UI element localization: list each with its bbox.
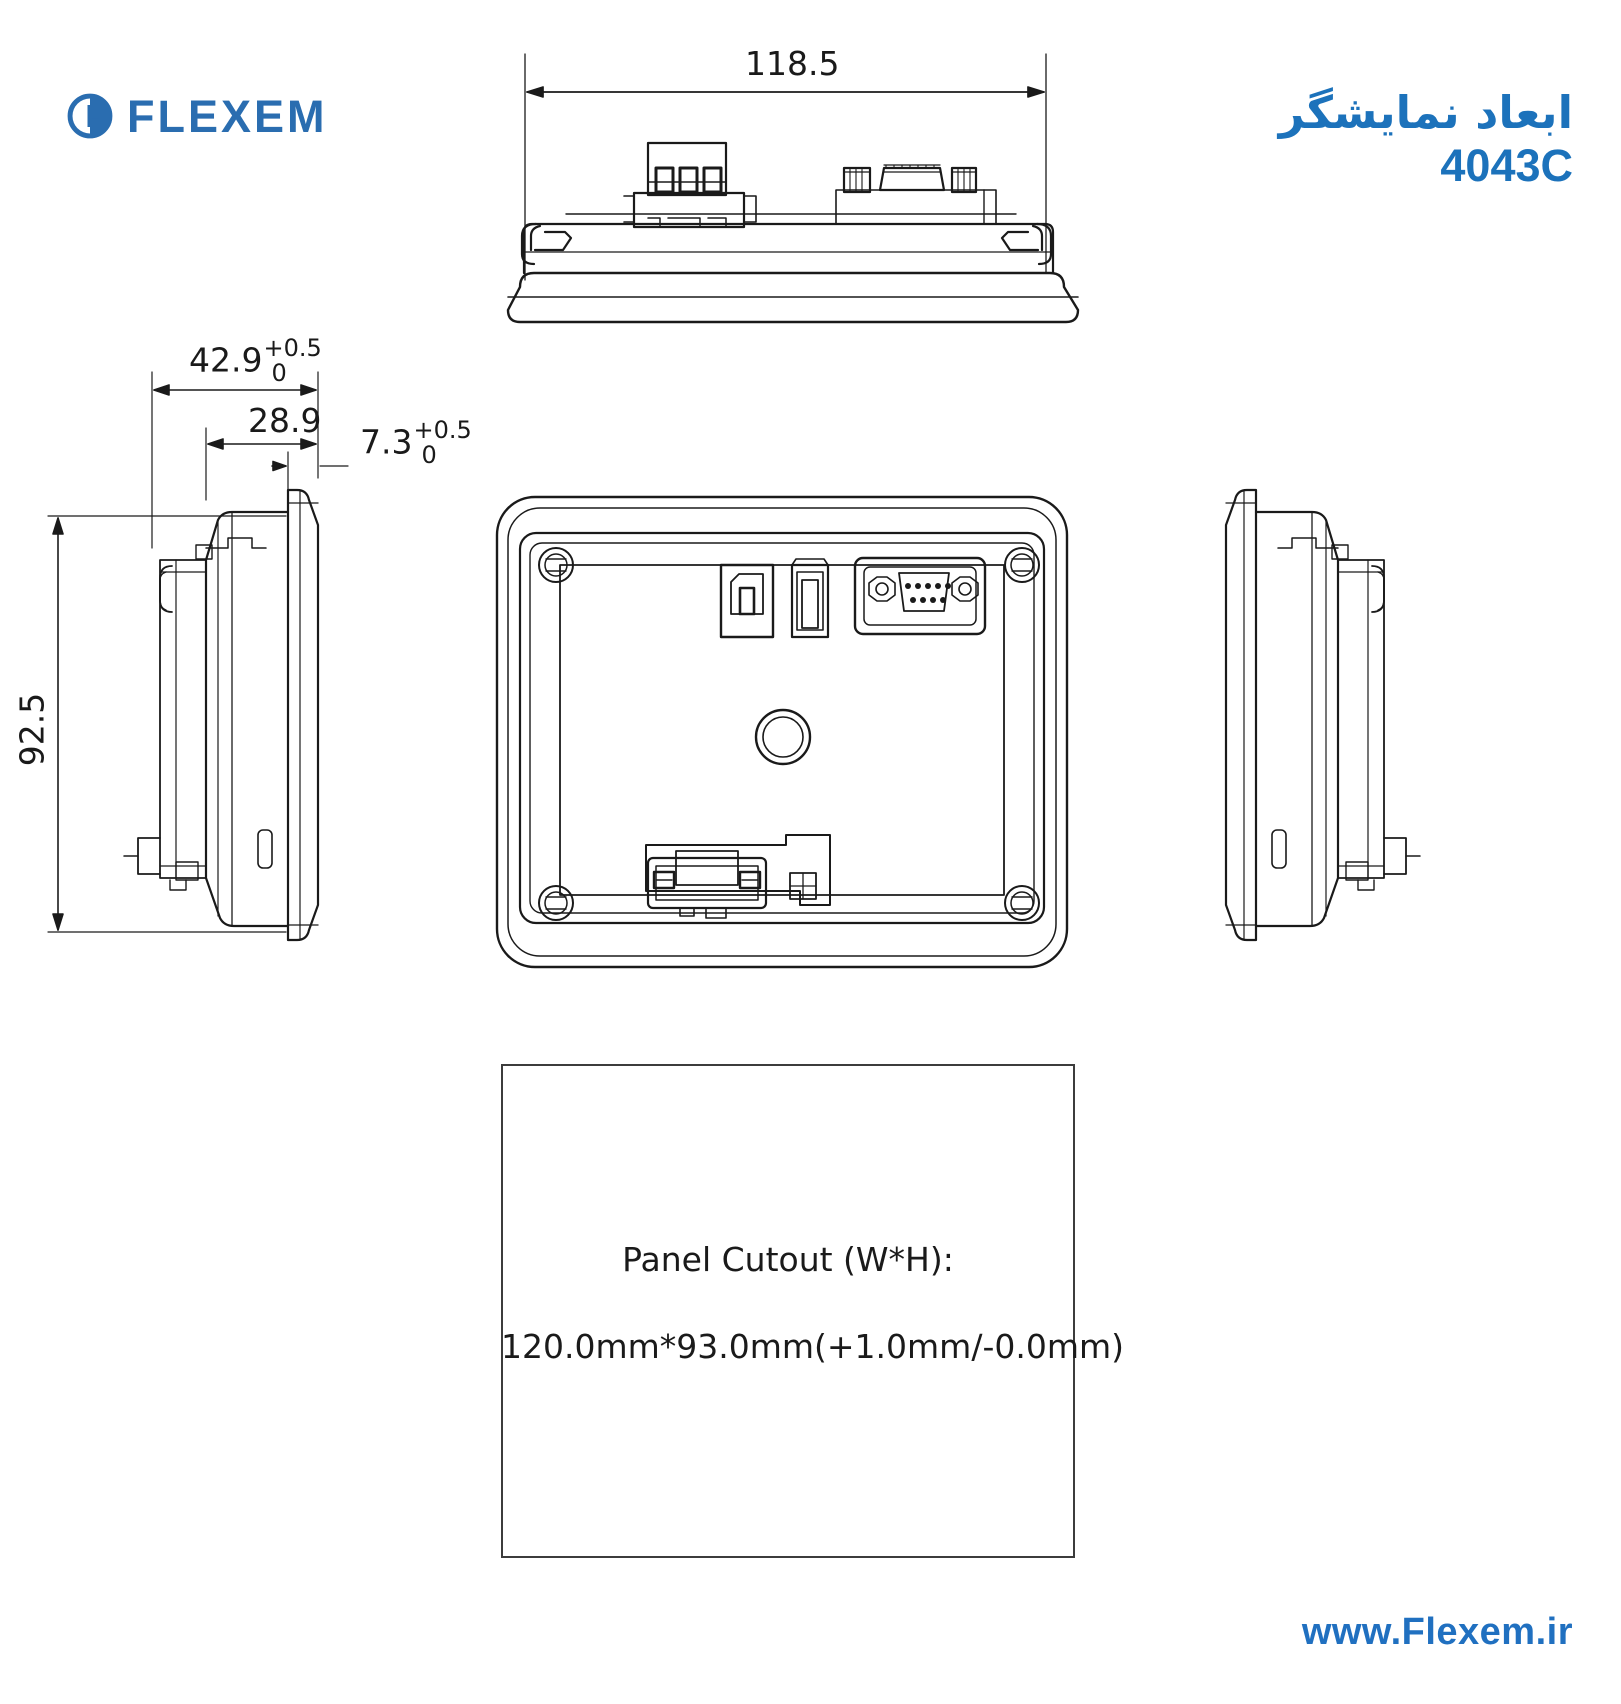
- left-side-view-connectors: [159, 537, 267, 613]
- panel-cutout-label: Panel Cutout (W*H):: [622, 1240, 954, 1279]
- left-side-view-mounting-clip: [123, 837, 199, 891]
- rear-view-serial-port: [853, 556, 987, 636]
- top-view-hmi-panel: [506, 141, 1080, 324]
- dimension-height: 92.5: [12, 692, 52, 767]
- left-side-view-hmi-panel: [123, 488, 320, 942]
- rear-view-power-terminal: [645, 834, 831, 919]
- rear-view-mounting-screws: [538, 547, 1040, 921]
- page-title-model: 4043C: [1440, 140, 1573, 192]
- top-view-connector-cluster: [835, 164, 997, 225]
- rear-view-hmi-panel: [495, 495, 1069, 969]
- right-side-view-hmi-panel: [1224, 488, 1421, 942]
- rear-view-usb-host-port: [790, 558, 830, 639]
- brand-wordmark: FLEXEM: [127, 90, 328, 142]
- brand-logo: FLEXEM: [66, 92, 328, 140]
- rear-view-usb-device-port: [719, 563, 775, 639]
- dimension-lines-left-view: [47, 371, 349, 933]
- right-side-view-connectors: [1277, 537, 1385, 613]
- page-title: ابعاد نمایشگر 4043C: [1279, 86, 1573, 192]
- panel-cutout-note: Panel Cutout (W*H): 120.0mm*93.0mm(+1.0m…: [501, 1240, 1125, 1366]
- panel-cutout-note-box: [501, 1064, 1075, 1558]
- page-title-fa: ابعاد نمایشگر: [1278, 86, 1573, 139]
- rear-view-buzzer-vent: [754, 708, 812, 766]
- right-side-view-mounting-clip: [1345, 837, 1421, 891]
- website-link[interactable]: www.Flexem.ir: [1301, 1611, 1573, 1653]
- flexem-circle-e-logo-icon: [66, 92, 114, 140]
- dimension-line-top-width: [524, 53, 1047, 281]
- panel-cutout-spec: 120.0mm*93.0mm(+1.0mm/-0.0mm): [501, 1327, 1125, 1366]
- top-view-power-terminal: [623, 141, 757, 229]
- dimension-top-width: 118.5: [745, 44, 840, 83]
- dimension-depth-body: 28.9: [248, 401, 322, 440]
